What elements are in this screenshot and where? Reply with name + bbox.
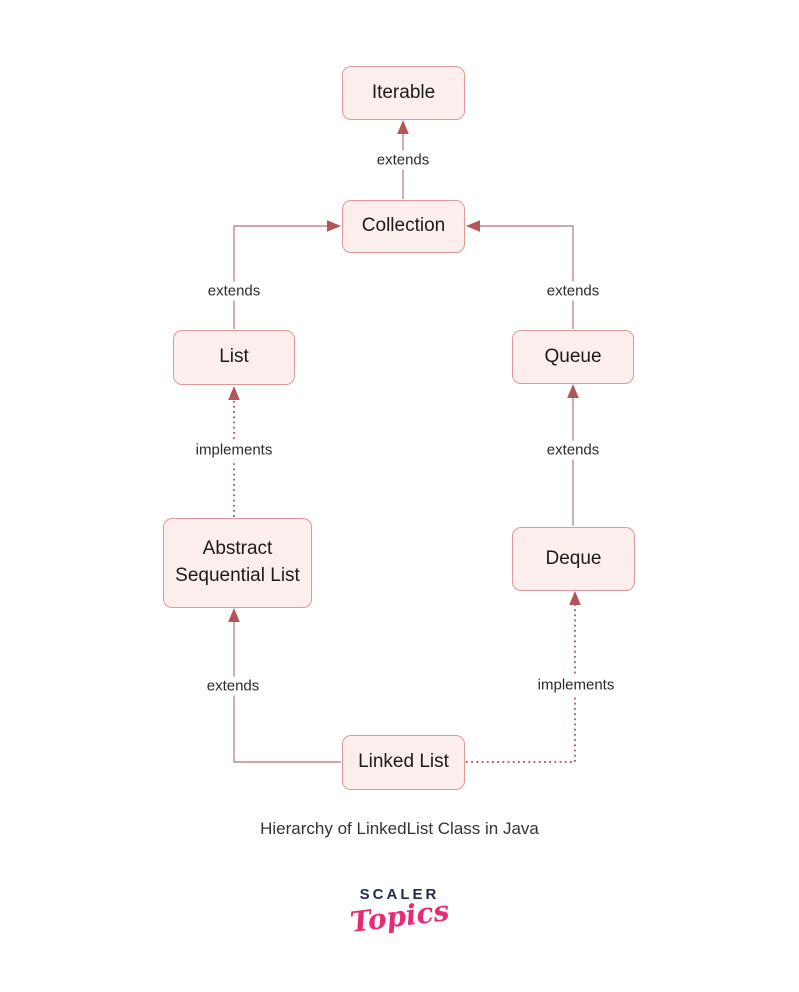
node-linked-list: Linked List — [342, 735, 465, 790]
edge-label-linkedlist-deque: implements — [532, 675, 620, 695]
node-list: List — [173, 330, 295, 385]
node-abstract-sequential-list: Abstract Sequential List — [163, 518, 312, 608]
edge-linkedlist-extends-asl — [228, 608, 341, 763]
edge-label-linkedlist-asl: extends — [201, 676, 265, 696]
node-collection: Collection — [342, 200, 465, 253]
node-queue: Queue — [512, 330, 634, 384]
edge-label-list-collection: extends — [202, 281, 266, 301]
edge-queue-extends-collection — [466, 220, 574, 329]
edge-label-asl-list: implements — [190, 440, 278, 460]
scaler-topics-logo: SCALER Topics — [0, 886, 799, 939]
node-deque: Deque — [512, 527, 635, 591]
edge-linkedlist-implements-deque — [466, 591, 581, 763]
node-iterable: Iterable — [342, 66, 465, 120]
diagram-caption: Hierarchy of LinkedList Class in Java — [260, 819, 539, 838]
edge-label-collection-iterable: extends — [371, 150, 435, 170]
edge-label-queue-collection: extends — [541, 281, 605, 301]
edge-list-extends-collection — [233, 220, 341, 329]
edge-deque-extends-queue — [567, 384, 579, 526]
edge-label-deque-queue: extends — [541, 440, 605, 460]
logo-brand-text: SCALER — [359, 886, 440, 903]
